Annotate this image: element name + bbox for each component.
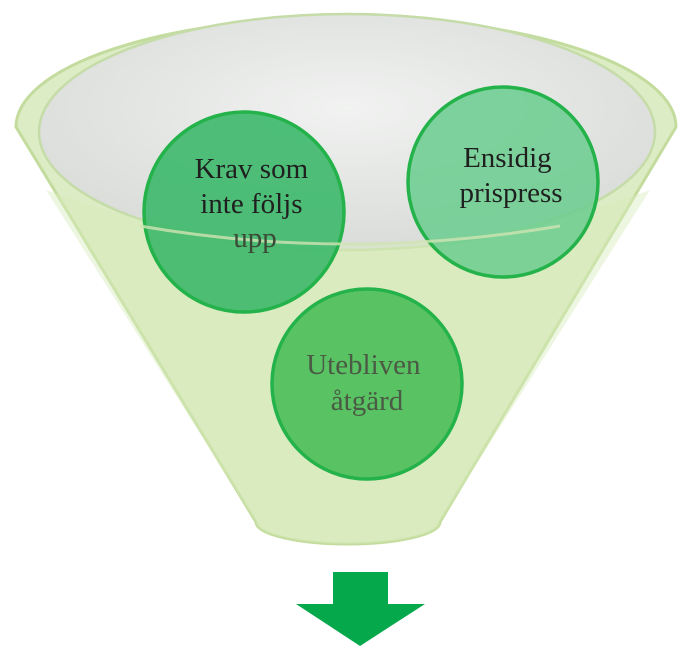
label-krav-line-2: inte följs <box>200 188 302 220</box>
circle-atgard <box>270 287 464 481</box>
rim-front-edge <box>139 224 561 246</box>
down-arrow-icon <box>296 572 425 646</box>
circle-krav <box>142 110 346 314</box>
label-krav: Krav som inte följs upp <box>195 153 316 254</box>
label-prispress-line-2: prispress <box>459 177 562 209</box>
circle-prispress <box>406 85 600 279</box>
label-prispress: Ensidig prispress <box>459 142 562 209</box>
label-krav-line-1: Krav som <box>195 153 309 185</box>
label-prispress-line-1: Ensidig <box>463 142 552 174</box>
label-atgard-line-2: åtgärd <box>331 385 404 417</box>
label-atgard-line-1: Utebliven <box>306 349 421 381</box>
label-krav-line-3: upp <box>233 222 277 254</box>
label-atgard: Utebliven åtgärd <box>306 349 428 417</box>
